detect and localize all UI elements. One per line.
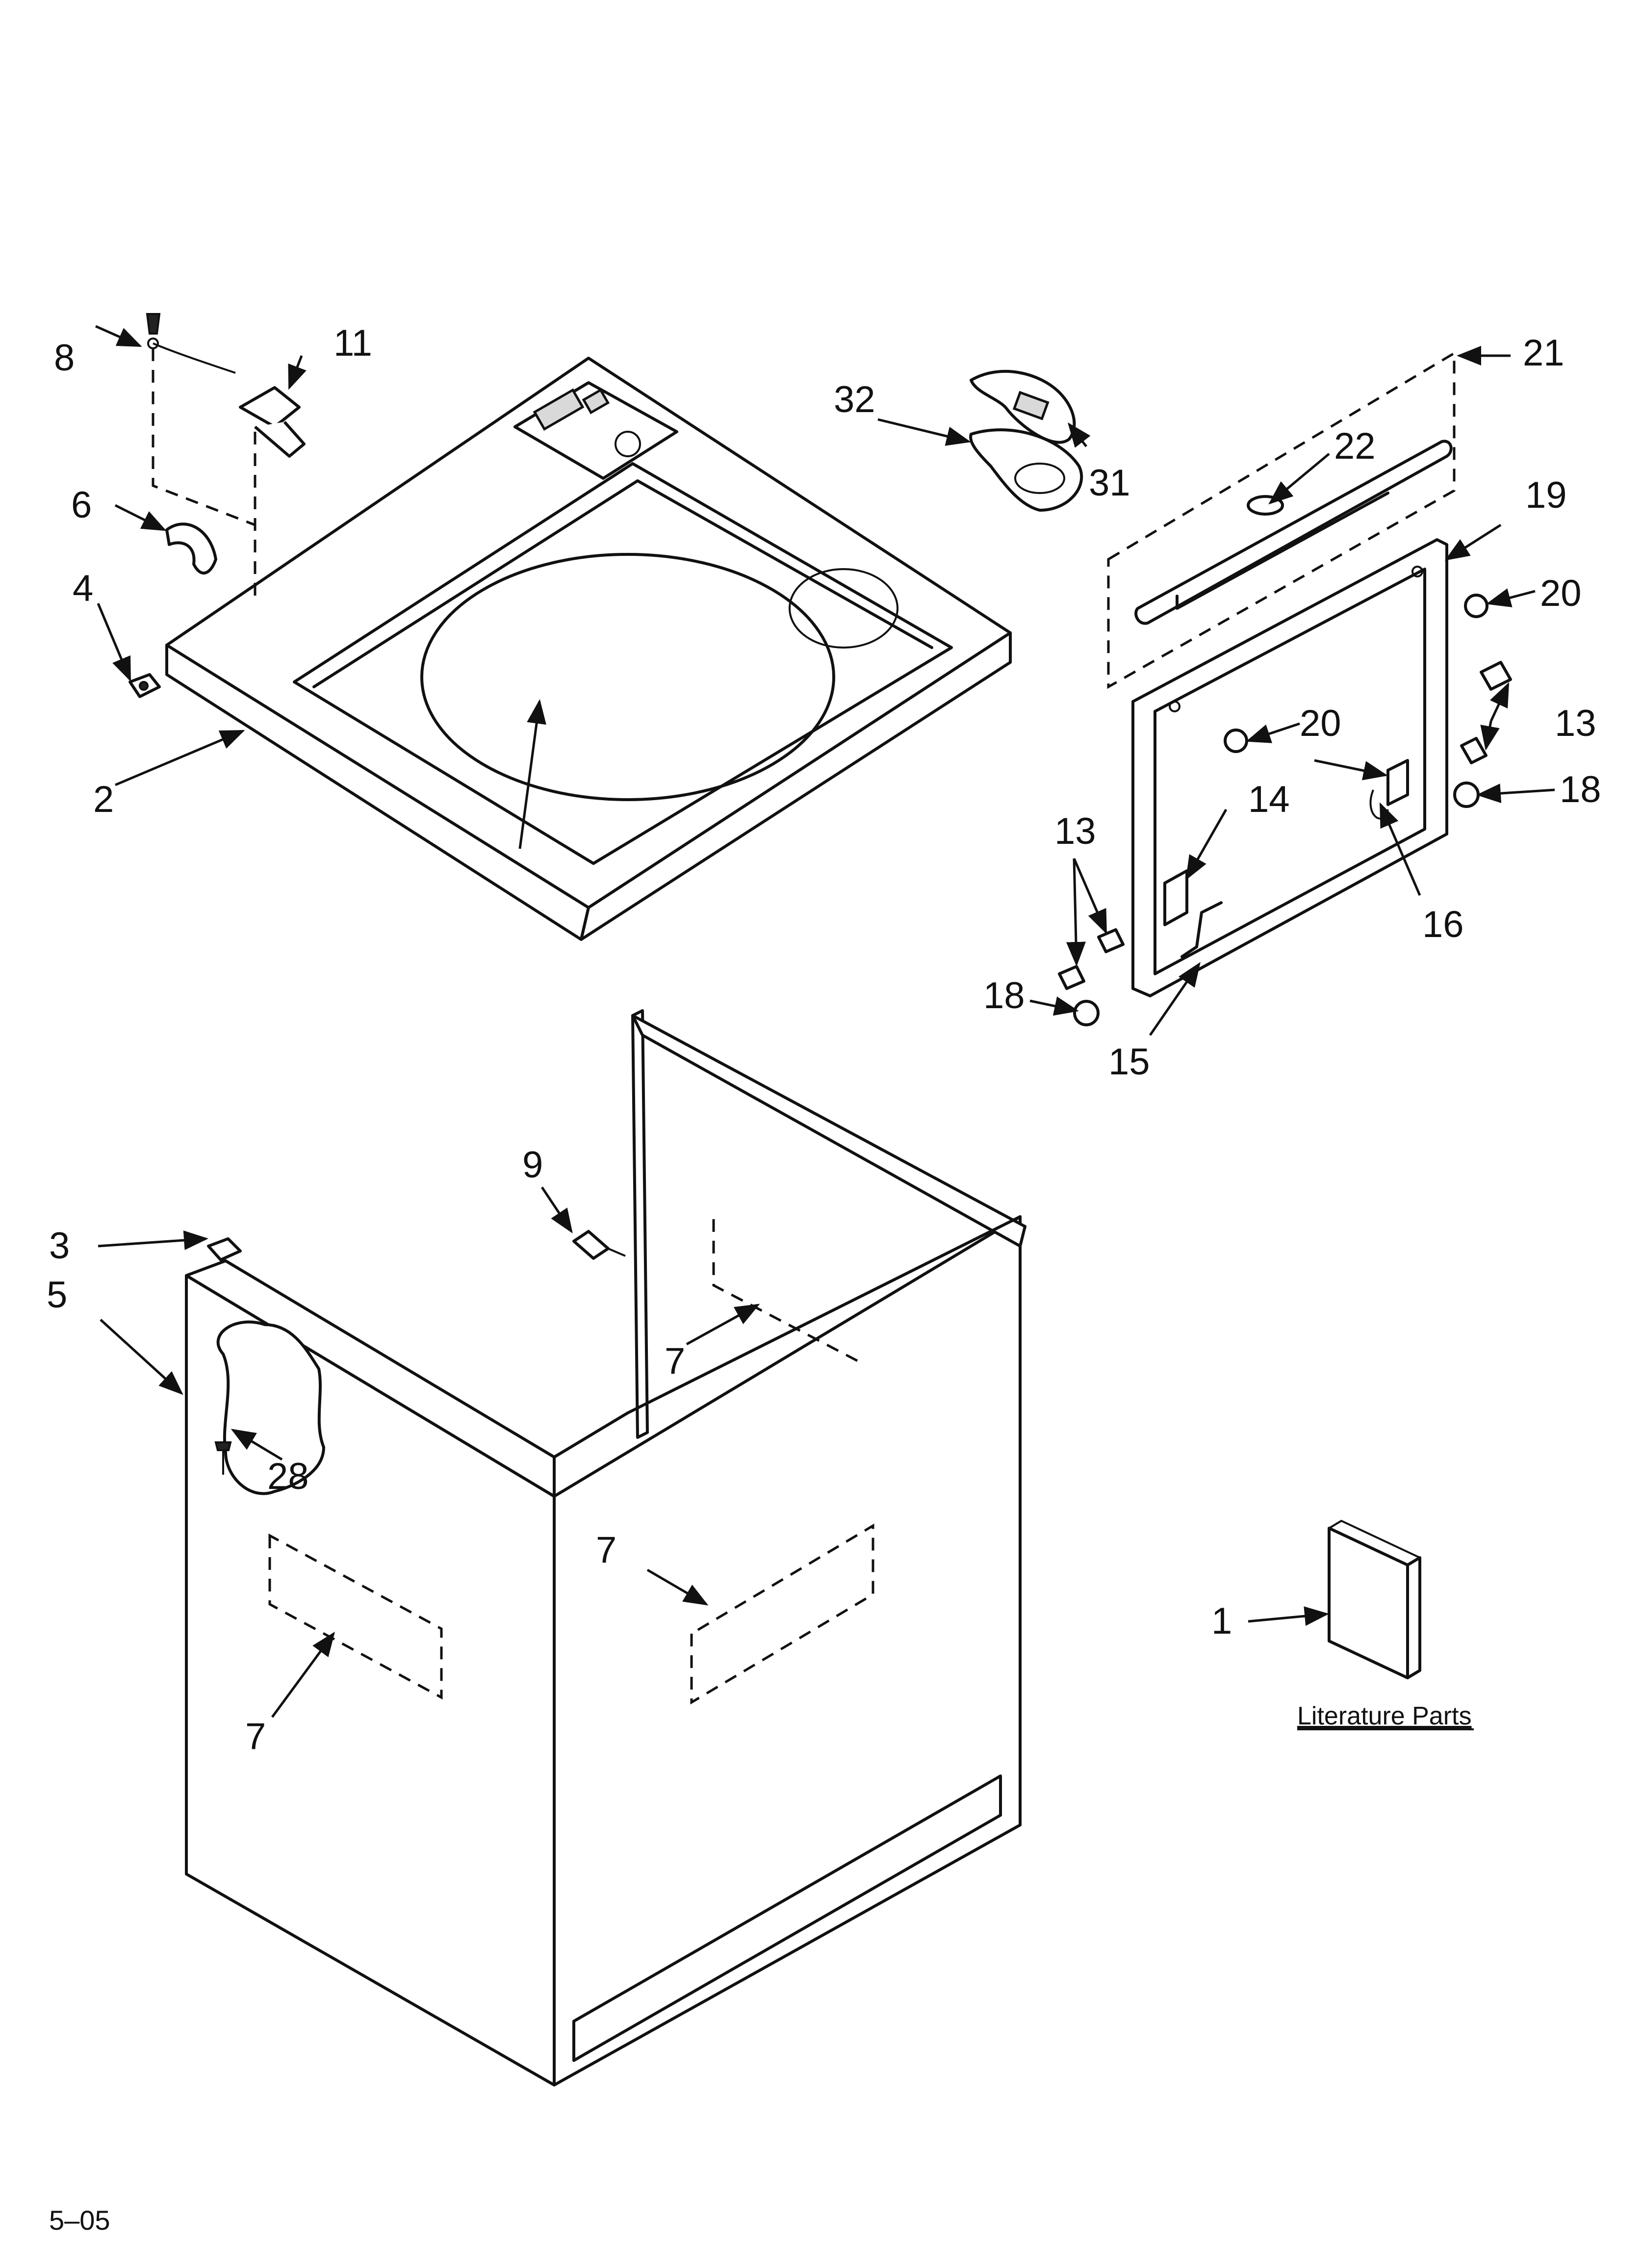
callout-3: 3 [49,1225,70,1267]
callout-18b: 18 [1560,769,1601,810]
callout-numbers: 1 2 3 4 5 6 7 7 7 8 9 11 13 13 14 14 15 … [47,322,1601,1757]
callout-14a: 14 [1248,779,1290,820]
clip-part-3 [207,1237,242,1261]
callout-7a: 7 [665,1340,685,1382]
callout-21: 21 [1523,332,1565,374]
callout-11: 11 [334,322,372,364]
page-code: 5–05 [49,2205,110,2236]
callout-13b: 13 [1555,703,1596,744]
leader-lines [95,325,1555,1718]
callout-15: 15 [1108,1041,1150,1083]
top-panel [165,357,1012,941]
callout-4: 4 [73,568,93,609]
callout-7c: 7 [245,1716,266,1757]
cabinet [185,1009,1026,2086]
callout-32: 32 [834,379,875,420]
callout-13a: 13 [1054,810,1096,852]
callout-8: 8 [54,337,75,379]
callout-1: 1 [1211,1600,1232,1642]
callout-31: 31 [1089,462,1130,504]
callout-6: 6 [71,484,92,526]
callout-7b: 7 [596,1529,616,1571]
literature-parts-label: Literature Parts [1297,1702,1472,1730]
callout-18a: 18 [983,975,1025,1017]
callout-14b: 14 [1248,779,1290,820]
callout-20b: 20 [1300,703,1341,744]
lid-switch-bracket [165,522,217,575]
screw-9 [572,1230,626,1260]
callout-2: 2 [93,779,114,820]
dispenser-caps [969,370,1083,512]
clip-part-4 [128,673,161,698]
literature-parts-book [1328,1520,1421,1679]
callout-19: 19 [1525,474,1567,516]
callout-22: 22 [1334,425,1376,467]
callout-28: 28 [267,1456,309,1497]
callout-5: 5 [47,1274,67,1316]
lid-switch-assembly [146,313,306,599]
callout-16: 16 [1422,904,1464,945]
callout-9: 9 [522,1144,543,1186]
callout-20a: 20 [1540,573,1582,614]
lid-assembly [1107,351,1456,997]
